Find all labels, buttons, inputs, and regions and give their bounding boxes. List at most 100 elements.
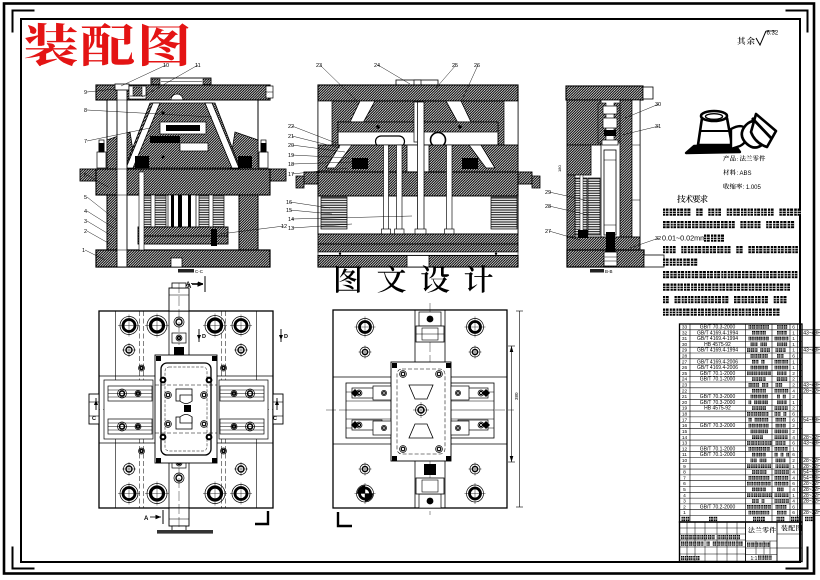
svg-text:1: 1: [792, 342, 795, 348]
svg-text:8: 8: [84, 108, 87, 114]
svg-text:12: 12: [682, 446, 688, 452]
svg-text:6: 6: [683, 481, 686, 487]
svg-text:18: 18: [288, 162, 294, 168]
svg-text:12: 12: [281, 224, 287, 230]
svg-text:2: 2: [792, 423, 795, 429]
svg-text:A: A: [187, 284, 192, 290]
svg-text:3: 3: [84, 219, 87, 225]
svg-text::: :: [737, 157, 739, 163]
svg-text:23: 23: [316, 63, 322, 69]
svg-text:GB/T 4169.4-2006: GB/T 4169.4-2006: [697, 359, 738, 365]
svg-text:54~58HRC: 54~58HRC: [803, 475, 820, 481]
svg-text:15: 15: [286, 208, 292, 214]
svg-text:16: 16: [682, 423, 688, 429]
svg-text:27: 27: [545, 229, 551, 235]
svg-text:B-B: B-B: [605, 269, 613, 274]
svg-text:7: 7: [683, 475, 686, 481]
svg-text:4: 4: [792, 475, 795, 481]
svg-text:28~32HRC: 28~32HRC: [803, 493, 820, 499]
svg-text:4: 4: [84, 209, 87, 215]
svg-text:28: 28: [545, 204, 551, 210]
svg-text:GB/T 4169.4-1994: GB/T 4169.4-1994: [697, 336, 738, 342]
svg-text:GB/T 70.3-2000: GB/T 70.3-2000: [700, 325, 736, 331]
svg-text:26: 26: [682, 365, 688, 371]
svg-text:6: 6: [792, 481, 795, 487]
svg-text:1:1: 1:1: [751, 556, 758, 562]
svg-text:GB/T 70.2-2000: GB/T 70.2-2000: [700, 504, 736, 510]
svg-text:29: 29: [545, 190, 551, 196]
svg-text:2: 2: [792, 406, 795, 412]
svg-text:19: 19: [288, 153, 294, 159]
svg-text:28~32HRC: 28~32HRC: [803, 458, 820, 464]
svg-text:28~32HRC: 28~32HRC: [803, 481, 820, 487]
svg-text:4: 4: [792, 487, 795, 493]
svg-text:1: 1: [792, 365, 795, 371]
svg-text:24: 24: [374, 63, 380, 69]
svg-text:43~48HRC: 43~48HRC: [803, 348, 820, 354]
svg-text:C-C: C-C: [195, 269, 204, 274]
svg-text:27: 27: [682, 359, 688, 365]
svg-text:1: 1: [792, 464, 795, 470]
svg-text:1: 1: [792, 330, 795, 336]
svg-text:GB/T 4169.4-1994: GB/T 4169.4-1994: [697, 348, 738, 354]
svg-text:6: 6: [84, 173, 87, 179]
svg-text:HB 4575-92: HB 4575-92: [704, 406, 731, 412]
svg-text:20: 20: [682, 400, 688, 406]
svg-text:GB/T 70.3-2000: GB/T 70.3-2000: [700, 394, 736, 400]
svg-text:31: 31: [682, 336, 688, 342]
svg-text:GB/T 70.1-2000: GB/T 70.1-2000: [700, 377, 736, 383]
svg-text:14: 14: [682, 435, 688, 441]
svg-text:GB/T 70.1-2000: GB/T 70.1-2000: [700, 371, 736, 377]
svg-text:8: 8: [683, 470, 686, 476]
svg-text:22: 22: [682, 388, 688, 394]
svg-text:6: 6: [792, 354, 795, 360]
svg-text:17: 17: [682, 417, 688, 423]
svg-text:28~32HRC: 28~32HRC: [803, 435, 820, 441]
svg-text:21: 21: [288, 134, 294, 140]
svg-text:C: C: [273, 416, 277, 422]
svg-text:26: 26: [474, 63, 480, 69]
svg-text:29: 29: [682, 348, 688, 354]
svg-text:4: 4: [792, 470, 795, 476]
svg-text:6: 6: [792, 325, 795, 331]
svg-text:4: 4: [683, 493, 686, 499]
svg-text:14: 14: [288, 217, 294, 223]
svg-text:9: 9: [84, 90, 87, 96]
svg-text:30: 30: [655, 102, 661, 108]
svg-text:6: 6: [792, 510, 795, 516]
svg-text:28~32HRC: 28~32HRC: [803, 487, 820, 493]
svg-text:5: 5: [683, 487, 686, 493]
svg-text:13: 13: [682, 441, 688, 447]
svg-text:GB/T 4169.4-2006: GB/T 4169.4-2006: [697, 365, 738, 371]
svg-text:1: 1: [792, 446, 795, 452]
svg-text:6: 6: [792, 441, 795, 447]
svg-text:1: 1: [683, 510, 686, 516]
svg-text:GB/T 4169.4-1994: GB/T 4169.4-1994: [697, 330, 738, 336]
svg-text:22: 22: [288, 124, 294, 130]
svg-text:32: 32: [682, 330, 688, 336]
svg-text:GB/T 70.3-2000: GB/T 70.3-2000: [700, 400, 736, 406]
svg-text:4: 4: [792, 499, 795, 505]
svg-text:GB/T 70.1-2000: GB/T 70.1-2000: [700, 452, 736, 458]
svg-text:23: 23: [682, 383, 688, 389]
svg-text:3: 3: [683, 499, 686, 505]
svg-text:24: 24: [682, 377, 688, 383]
svg-text:28~32HRC: 28~32HRC: [803, 499, 820, 505]
svg-text:10: 10: [682, 458, 688, 464]
svg-text:21: 21: [682, 394, 688, 400]
svg-text:16: 16: [286, 200, 292, 206]
svg-text:7: 7: [84, 139, 87, 145]
svg-text:1: 1: [792, 348, 795, 354]
svg-text:54~58HRC: 54~58HRC: [803, 417, 820, 423]
svg-text:13: 13: [288, 226, 294, 232]
svg-text:2: 2: [683, 504, 686, 510]
svg-text:380: 380: [514, 392, 519, 400]
svg-text:: 1.005: : 1.005: [743, 185, 762, 191]
svg-text:11: 11: [195, 63, 201, 69]
svg-text:1: 1: [792, 493, 795, 499]
svg-text:HB 4575-92: HB 4575-92: [704, 342, 731, 348]
svg-text:33: 33: [682, 325, 688, 331]
svg-text:25: 25: [682, 371, 688, 377]
svg-text:18: 18: [682, 412, 688, 418]
svg-text:15: 15: [682, 429, 688, 435]
